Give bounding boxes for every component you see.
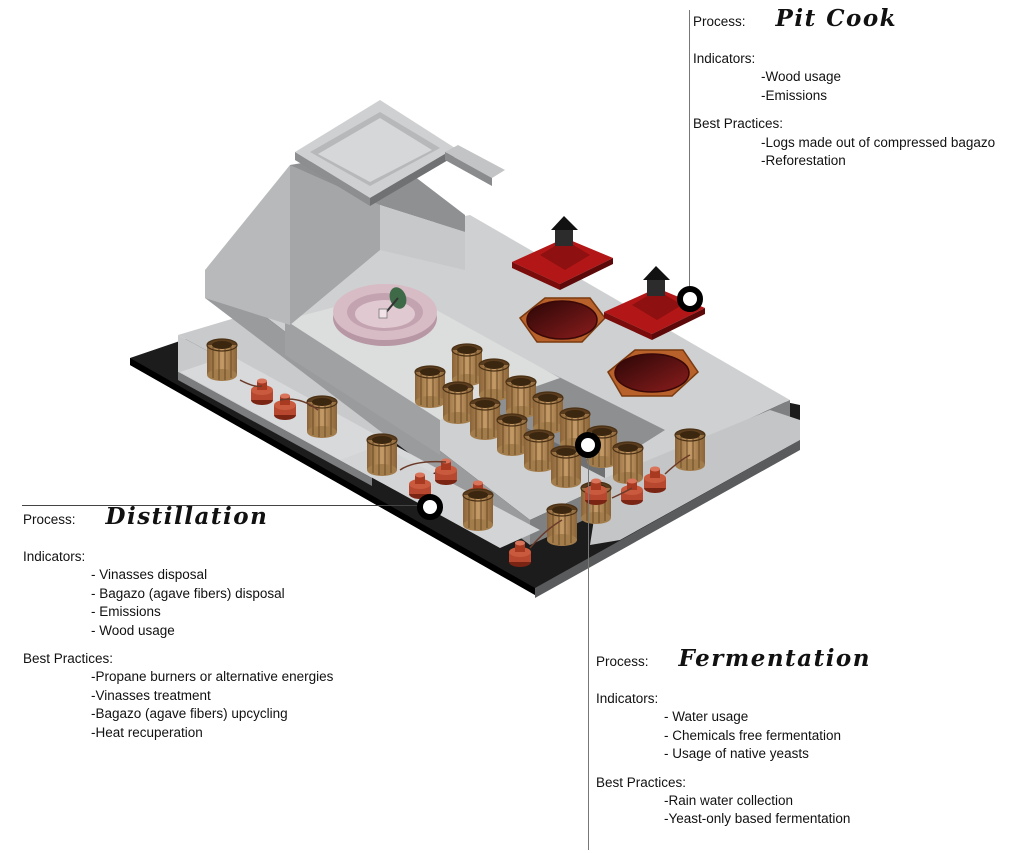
cooking-pit-1 [518,297,606,343]
indicators-label: Indicators: [23,549,86,564]
list-item: -Rain water collection [664,793,794,809]
cooking-pit-2 [607,349,699,397]
process-label: Process: [596,654,649,669]
pit-cook-marker[interactable] [677,286,703,312]
indicators-label: Indicators: [596,691,659,706]
distillation-stills-right [509,428,706,567]
pit-cook-callout: Process: Pit Cook Indicators: -Wood usag… [693,5,995,171]
distillation-leader-line [22,505,427,506]
distillation-callout: Process: Distillation Indicators: - Vina… [23,503,333,742]
best-practices-label: Best Practices: [23,651,114,667]
list-item: - Bagazo (agave fibers) disposal [91,585,285,601]
list-item: - Vinasses disposal [91,567,208,583]
list-item: - Chemicals free fermentation [664,727,842,743]
process-name: Distillation [105,503,269,530]
list-item: - Water usage [664,709,749,725]
best-practices-list: -Logs made out of compressed bagazo -Ref… [693,134,995,171]
pit-cook-leader-line [689,10,690,297]
list-item: -Bagazo (agave fibers) upcycling [91,706,288,722]
list-item: - Emissions [91,604,161,620]
fermentation-callout: Process: Fermentation Indicators: - Wate… [596,645,871,829]
best-practices-list: -Propane burners or alternative energies… [23,668,333,742]
fermentation-leader-line [588,455,589,850]
list-item: -Vinasses treatment [91,687,211,703]
indicators-list: -Wood usage -Emissions [693,68,995,105]
list-item: -Propane burners or alternative energies [91,669,334,685]
process-name: Fermentation [678,645,871,672]
best-practices-label: Best Practices: [693,116,784,132]
hopper-tower [205,165,290,325]
list-item: -Heat recuperation [91,724,203,740]
list-item: -Reforestation [761,153,846,169]
indicators-list: - Water usage - Chemicals free fermentat… [596,708,871,763]
distillation-marker[interactable] [417,494,443,520]
list-item: - Usage of native yeasts [664,746,809,762]
list-item: -Logs made out of compressed bagazo [761,134,996,150]
distillation-stills-left [206,338,494,532]
list-item: -Emissions [761,87,828,103]
best-practices-label: Best Practices: [596,774,687,790]
indicators-label: Indicators: [693,51,756,66]
list-item: - Wood usage [91,622,175,638]
process-label: Process: [693,14,746,29]
tahona-mill [333,284,437,346]
indicators-list: - Vinasses disposal - Bagazo (agave fibe… [23,566,333,640]
process-name: Pit Cook [775,5,898,32]
oven-chimney-1 [512,216,613,290]
list-item: -Wood usage [761,69,842,85]
fermentation-marker[interactable] [575,432,601,458]
list-item: -Yeast-only based fermentation [664,811,851,827]
best-practices-list: -Rain water collection -Yeast-only based… [596,792,871,829]
process-label: Process: [23,512,76,527]
